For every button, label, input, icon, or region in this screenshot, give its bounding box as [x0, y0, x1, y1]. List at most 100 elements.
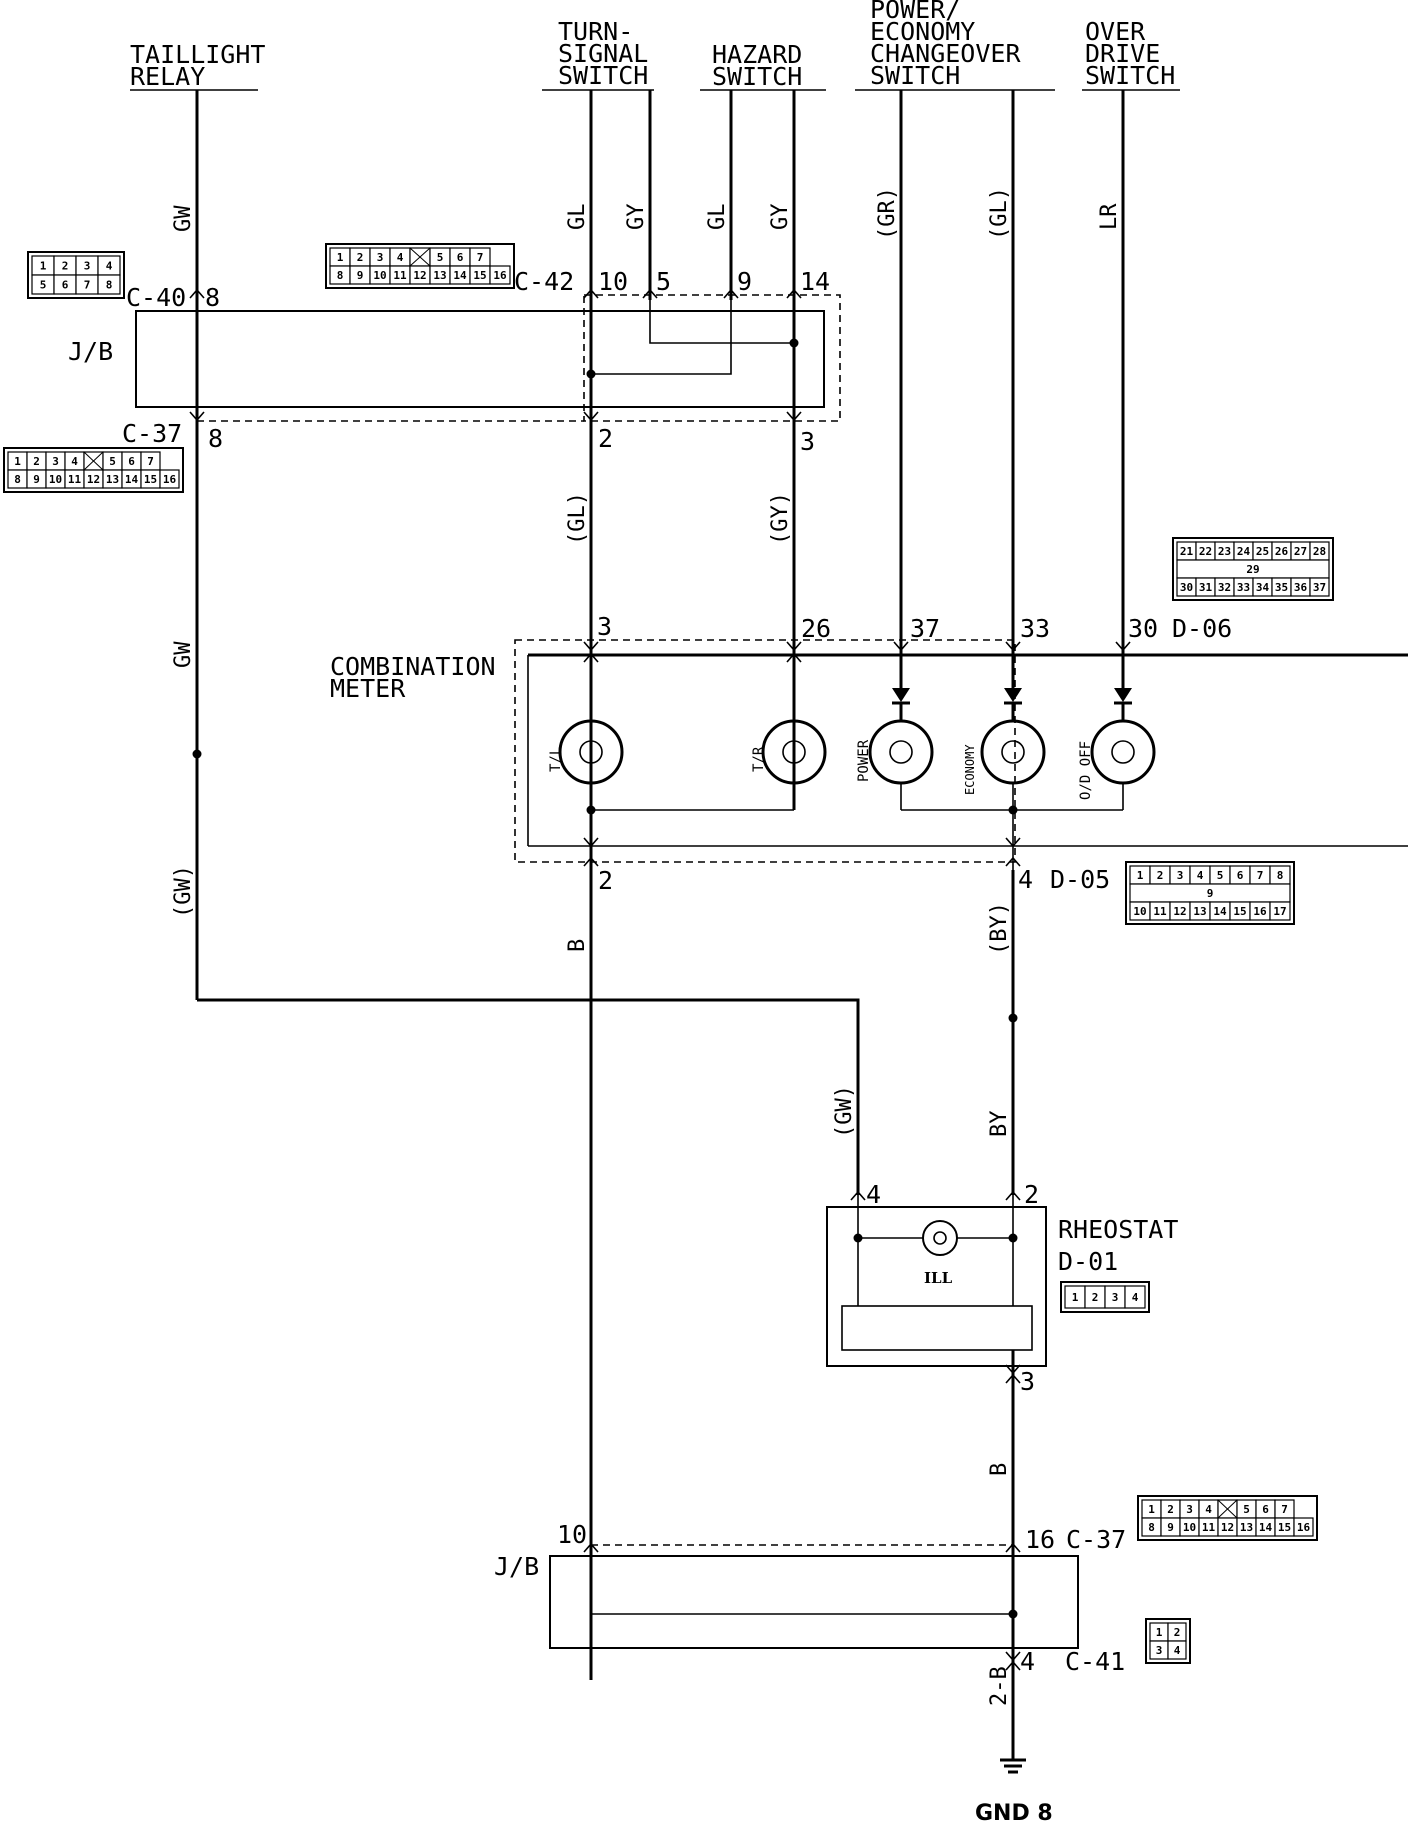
pin-label: 33 — [1020, 614, 1050, 643]
connector-pin-number: 2 — [1167, 1503, 1174, 1516]
connector-pin-number: 3 — [1186, 1503, 1193, 1516]
header-power-economy-changeover-switch: POWER/ ECONOMY CHANGEOVER SWITCH — [855, 0, 1055, 91]
connector-pin-number: 4 — [1197, 869, 1204, 882]
connector-pin-number: 13 — [433, 269, 446, 282]
connector-pin-number: 9 — [1167, 1521, 1174, 1534]
connector-pin-number: 15 — [1233, 905, 1246, 918]
ground-symbol: GND 8 — [975, 1730, 1053, 1826]
wire-label-gw: (GW) — [171, 865, 196, 918]
connector-pin-number: 3 — [377, 251, 384, 264]
connector-pin-number: 11 — [68, 473, 82, 486]
connector-pin-number: 4 — [106, 260, 113, 273]
connector-pin-number: 16 — [1297, 1521, 1311, 1534]
connector-pin-number: 10 — [1183, 1521, 1196, 1534]
header-line: SWITCH — [712, 62, 802, 91]
connector-pin-number: 9 — [1207, 887, 1214, 900]
connector-label-d06: D-06 — [1172, 614, 1232, 643]
lamp-label-tl: T/L — [548, 747, 564, 772]
connector-pin-number: 25 — [1256, 545, 1269, 558]
pin-label: 2 — [1024, 1180, 1039, 1209]
wire-label-by: BY — [987, 1111, 1012, 1138]
connector-pin-number: 24 — [1237, 545, 1251, 558]
connector-cell — [1124, 1285, 1146, 1309]
pins-jb-top: C-40 8 C-42 10 5 9 14 C-37 8 2 3 — [122, 267, 830, 456]
wire-label-gr: (GR) — [875, 187, 900, 240]
header-line: HAZARD — [712, 40, 802, 69]
connector-pin-number: 12 — [413, 269, 426, 282]
connector-pin-number: 12 — [1221, 1521, 1234, 1534]
connector-pin-number: 5 — [109, 455, 116, 468]
lamp-label-tr: T/R — [751, 746, 767, 772]
header-line: OVER — [1085, 17, 1146, 46]
connector-pin-number: 1 — [1156, 1626, 1163, 1639]
connector-pin-number: 8 — [106, 279, 113, 292]
connector-pin-number: 6 — [457, 251, 464, 264]
pin-label: 3 — [800, 427, 815, 456]
connector-cell — [1167, 1640, 1187, 1660]
connector-pin-number: 1 — [1148, 1503, 1155, 1516]
header-line: CHANGEOVER — [870, 39, 1021, 68]
connector-pin-number: 12 — [87, 473, 100, 486]
connector-pin-number: 4 — [1132, 1291, 1139, 1304]
lamp-label-economy: ECONOMY — [963, 744, 977, 795]
connector-label-c37: C-37 — [122, 419, 182, 448]
connector-pin-number: 9 — [33, 473, 40, 486]
pin-label: 2 — [598, 424, 613, 453]
connector-pin-number: 3 — [52, 455, 59, 468]
connector-pin-number: 16 — [493, 269, 507, 282]
connector-pin-number: 6 — [62, 279, 69, 292]
connector-pin-number: 2 — [357, 251, 364, 264]
connector-pin-number: 21 — [1180, 545, 1194, 558]
connector-cell — [159, 469, 180, 489]
combination-meter: COMBINATION METER 3 26 37 33 30 D-06 — [330, 612, 1408, 895]
connector-pin-number: 11 — [1202, 1521, 1216, 1534]
connector-pin-number: 2 — [33, 455, 40, 468]
rheostat: ILL 4 2 3 RHEOSTAT D-01 — [826, 1180, 1178, 1396]
header-line: SIGNAL — [558, 39, 648, 68]
pin-label: 9 — [737, 267, 752, 296]
header-line: RELAY — [130, 62, 205, 91]
pin-label: 14 — [800, 267, 830, 296]
rheostat-label: RHEOSTAT — [1058, 1215, 1178, 1244]
connector-pin-number: 11 — [393, 269, 407, 282]
connector-pin-number: 31 — [1199, 581, 1213, 594]
connector-pin-number: 28 — [1313, 545, 1326, 558]
wire-label-gl: (GL) — [987, 187, 1012, 240]
connector-pin-number: 14 — [125, 473, 139, 486]
header-line: ECONOMY — [870, 17, 975, 46]
connector-pin-number: 2 — [1157, 869, 1164, 882]
header-line: TURN- — [558, 17, 633, 46]
connector-pin-number: 10 — [1133, 905, 1146, 918]
connector-pin-number: 4 — [1174, 1644, 1181, 1657]
wire-labels-lower: B (BY) (GW) BY B 2-B — [565, 902, 1012, 1706]
connector-pin-number: 3 — [1177, 869, 1184, 882]
connector-pin-number: 13 — [106, 473, 119, 486]
connector-pin-number: 2 — [1092, 1291, 1099, 1304]
pin-label: 3 — [597, 612, 612, 641]
connector-pin-number: 11 — [1153, 905, 1167, 918]
connector-pin-number: 13 — [1193, 905, 1206, 918]
jb-label: J/B — [68, 337, 113, 366]
header-line: TAILLIGHT — [130, 40, 265, 69]
connector-pin-number: 1 — [337, 251, 344, 264]
pin-label: 4 — [1018, 865, 1033, 894]
connector-pin-number: 34 — [1256, 581, 1270, 594]
connector-pin-number: 3 — [84, 260, 91, 273]
connector-pin-number: 32 — [1218, 581, 1231, 594]
connector-pin-number: 10 — [373, 269, 386, 282]
wire-label-gl: (GL) — [565, 492, 590, 545]
wire-label-gy: (GY) — [768, 492, 793, 545]
connector-label-d01: D-01 — [1058, 1247, 1118, 1276]
connector-pin-number: 22 — [1199, 545, 1212, 558]
connector-pin-number: 1 — [1072, 1291, 1079, 1304]
wire-label-gw: (GW) — [832, 1085, 857, 1138]
lamp-label-od-off: O/D OFF — [1078, 741, 1094, 800]
connector-pin-number: 10 — [49, 473, 62, 486]
connector-cell — [1309, 577, 1330, 597]
junction-block-top: J/B — [68, 288, 841, 422]
wire-label-b: B — [987, 1463, 1012, 1476]
connector-pin-number: 7 — [147, 455, 154, 468]
